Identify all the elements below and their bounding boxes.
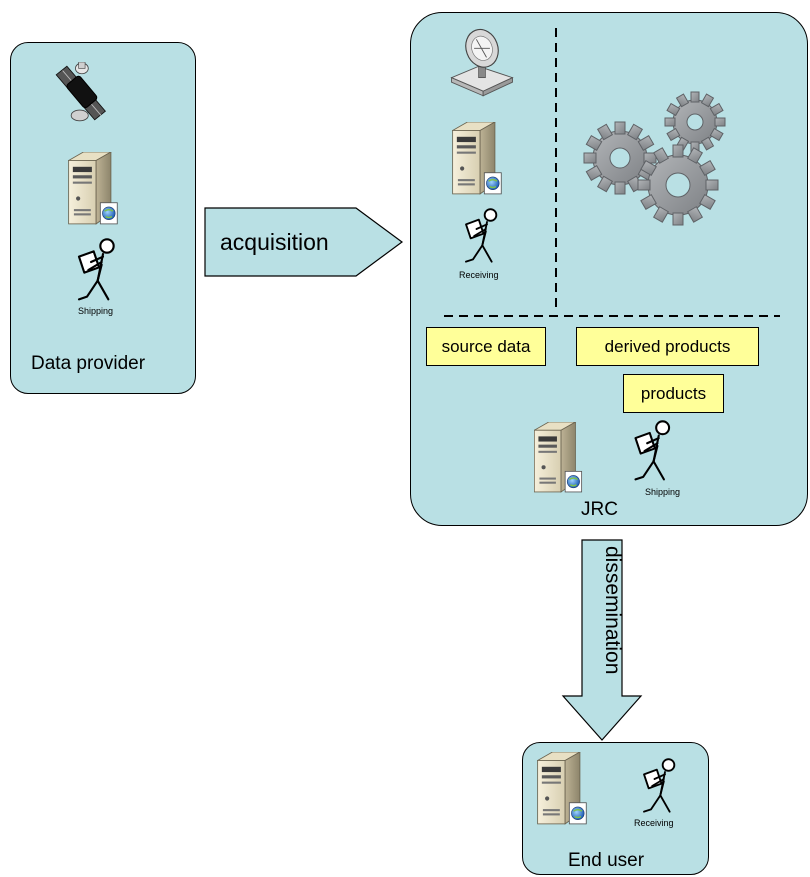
- satellite-dish-icon: [450, 28, 514, 97]
- server-icon: [534, 422, 583, 493]
- end-user-title: End user: [568, 850, 645, 871]
- satellite-icon: [55, 62, 106, 122]
- dissemination-label: dissemination: [601, 546, 624, 675]
- jrc-shipping-label: Shipping: [645, 487, 681, 497]
- derived-products-box: derived products: [576, 327, 759, 366]
- gears-icon: [580, 80, 737, 230]
- person-carrying-box-icon: [77, 238, 115, 301]
- jrc-title: JRC: [581, 499, 618, 520]
- person-carrying-box-icon: [634, 420, 671, 481]
- person-carrying-box-icon: [643, 758, 676, 813]
- server-icon: [452, 122, 502, 195]
- person-carrying-box-icon: [465, 208, 498, 263]
- jrc-receiving-label: Receiving: [459, 270, 499, 280]
- source-data-box: source data: [426, 327, 546, 366]
- jrc-panel: [410, 12, 808, 526]
- acquisition-label: acquisition: [220, 229, 329, 255]
- provider-shipping-label: Shipping: [78, 306, 114, 316]
- data-provider-title: Data provider: [31, 353, 146, 374]
- server-icon: [68, 152, 118, 225]
- enduser-receiving-label: Receiving: [634, 818, 674, 828]
- products-box: products: [623, 374, 724, 413]
- server-icon: [537, 752, 587, 825]
